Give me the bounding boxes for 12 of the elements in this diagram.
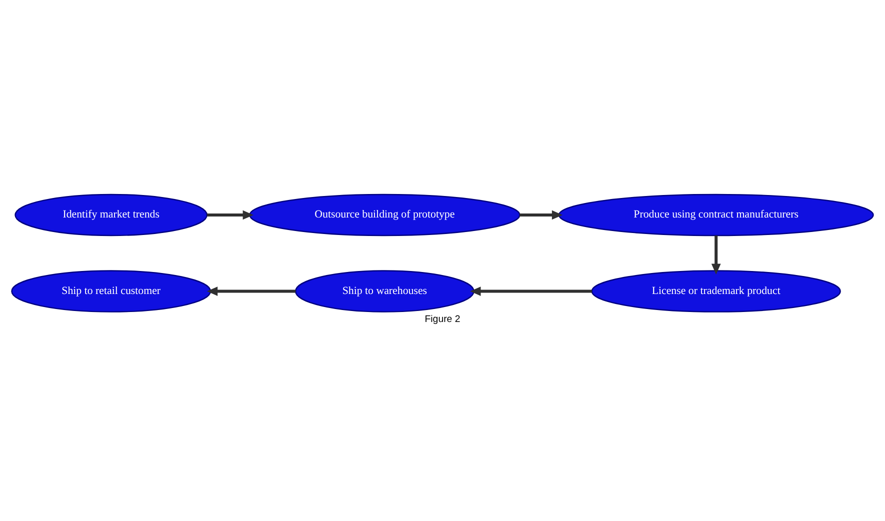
node-ellipse: Ship to warehouses — [294, 270, 474, 312]
node-ellipse: Identify market trends — [14, 193, 208, 236]
node-ellipse: Ship to retail customer — [11, 270, 212, 312]
node-ellipse: Outsource building of prototype — [249, 193, 520, 236]
arrow — [207, 210, 254, 220]
arrow — [520, 210, 563, 220]
caption: Figure 2 — [424, 314, 460, 325]
node-ellipse: Produce using contract manufacturers — [558, 193, 874, 236]
node-ellipse: License or trademark product — [591, 270, 841, 312]
arrow — [206, 286, 296, 296]
arrow — [470, 286, 592, 296]
arrow — [711, 235, 721, 274]
